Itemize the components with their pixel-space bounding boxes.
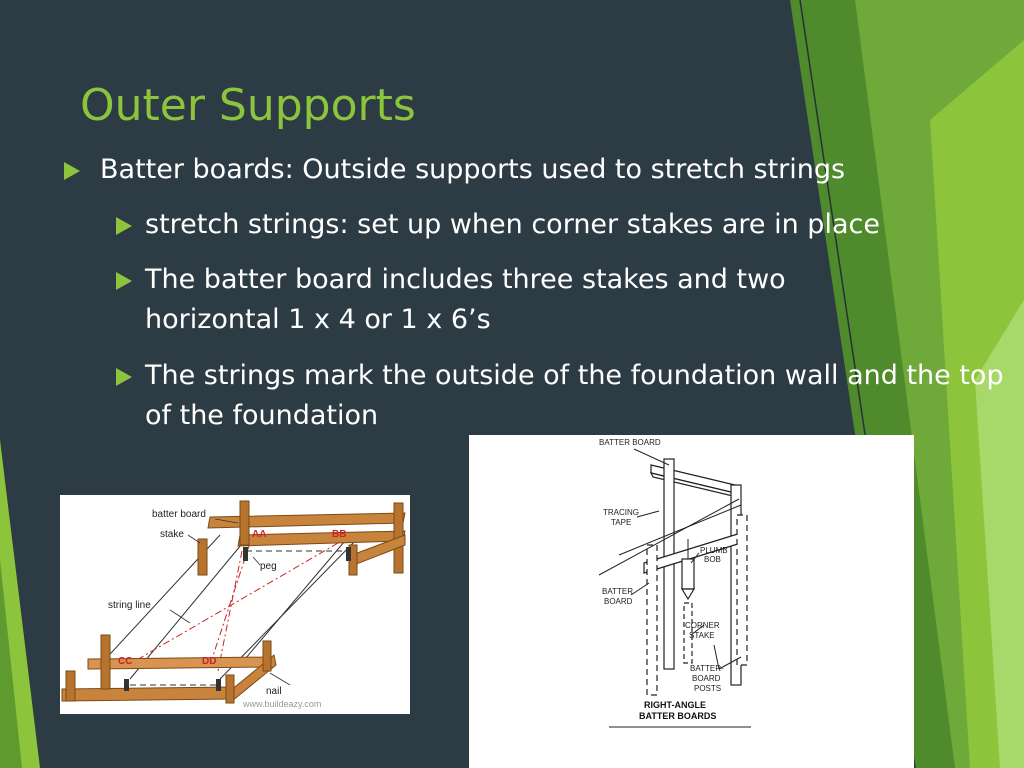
corner-stake [683, 602, 693, 664]
label-corner-stake: STAKE [689, 631, 715, 640]
wood-stake [100, 634, 111, 690]
plumb-bob-tip [680, 588, 696, 601]
slide-title: Outer Supports [80, 80, 416, 131]
label-tracing-tape: TAPE [611, 518, 631, 527]
label-plumb-bob: PLUMB [700, 546, 728, 555]
wood-stake [225, 674, 235, 704]
green-corner-left-dark [0, 560, 22, 768]
label-dd: DD [202, 656, 216, 667]
label-posts: BATTER- [690, 664, 724, 673]
peg [216, 679, 221, 691]
label-plumb-bob: BOB [704, 555, 721, 564]
plumb-bob-icon [681, 558, 695, 590]
wood-stake [262, 640, 272, 672]
bullet-arrow-icon [116, 368, 132, 386]
peg [346, 547, 351, 561]
peg [243, 547, 248, 561]
label-aa: AA [252, 529, 266, 540]
label-string-line: string line [108, 600, 151, 611]
peg [124, 679, 129, 691]
wood-board [207, 512, 406, 529]
label-batter-board-side: BOARD [604, 597, 633, 606]
right-angle-batter-boards-image: BATTER BOARD TRACING TAPE PLUMB BOB BATT… [469, 435, 914, 768]
bullet-batter-boards: Batter boards: Outside supports used to … [100, 154, 846, 185]
wood-stake [197, 538, 208, 576]
batter-board-layout-image: batter board stake AA BB peg string line… [60, 495, 410, 714]
board-post [736, 514, 748, 666]
label-tracing-tape: TRACING [603, 508, 639, 517]
label-bb: BB [332, 529, 346, 540]
wood-stake [239, 500, 250, 546]
board-post [646, 544, 658, 696]
wood-stake [65, 670, 76, 702]
image-credit: www.buildeazy.com [242, 699, 321, 709]
label-cc: CC [118, 656, 132, 667]
green-stripe-pale [975, 300, 1024, 768]
label-batter-board: batter board [152, 509, 206, 520]
label-batter-board-side: BATTER [602, 587, 633, 596]
bullet-three-stakes: The batter board includes three stakes a… [145, 264, 786, 335]
bullet-arrow-icon [116, 272, 132, 290]
bullet-arrow-icon [116, 217, 132, 235]
label-posts: POSTS [694, 684, 721, 693]
label-nail: nail [266, 686, 282, 697]
label-posts: BOARD [692, 674, 721, 683]
label-peg: peg [260, 561, 277, 572]
bullet-stretch-strings: stretch strings: set up when corner stak… [145, 209, 880, 240]
wood-board [87, 656, 273, 670]
caption-line-1: RIGHT-ANGLE [644, 700, 706, 710]
label-corner-stake: CORNER [685, 621, 720, 630]
label-stake: stake [160, 529, 184, 540]
caption-line-2: BATTER BOARDS [639, 711, 716, 721]
bullet-arrow-icon [64, 162, 80, 180]
bullet-foundation-strings: The strings mark the outside of the foun… [145, 360, 1004, 431]
wood-board [61, 686, 233, 702]
label-batter-board-top: BATTER BOARD [599, 438, 661, 447]
